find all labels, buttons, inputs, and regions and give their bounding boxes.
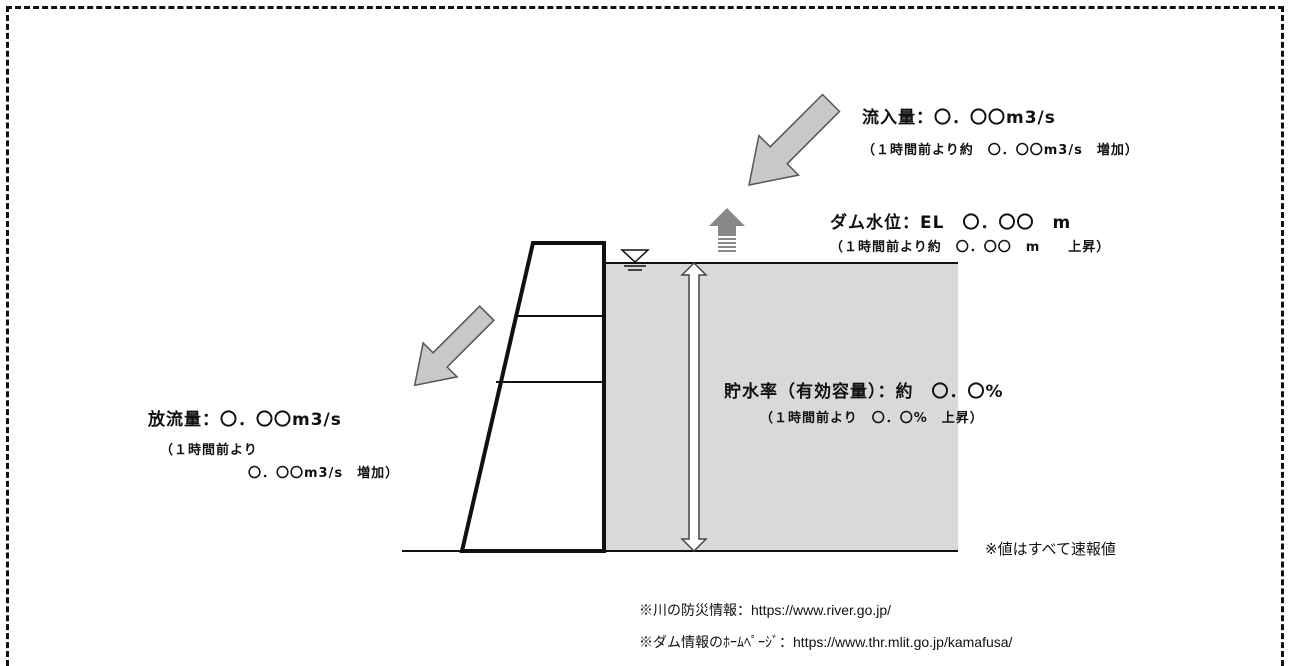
inflow-label: 流入量：〇．〇〇m3/s — [862, 108, 1056, 128]
dashed-border-frame — [6, 6, 1284, 666]
dam-info-link[interactable]: ※ダム情報のﾎｰﾑﾍﾟｰｼﾞ：https://www.thr.mlit.go.j… — [639, 634, 1013, 650]
storage-rate-change: （１時間前より 〇．〇% 上昇） — [760, 411, 984, 426]
inflow-change: （１時間前より約 〇．〇〇m3/s 増加） — [862, 143, 1139, 158]
dam-body — [459, 241, 606, 553]
river-info-link[interactable]: ※川の防災情報：https://www.river.go.jp/ — [639, 602, 892, 618]
storage-rate-label: 貯水率（有効容量）：約 〇．〇% — [724, 382, 1004, 402]
outflow-change-line2: 〇．〇〇m3/s 増加） — [248, 466, 400, 481]
storage-height-arrow-icon — [680, 261, 708, 553]
reservoir-water — [604, 263, 958, 551]
outflow-arrow-icon — [413, 305, 495, 387]
level-up-arrow-icon — [709, 208, 745, 252]
inflow-arrow-icon — [748, 93, 841, 186]
dam-level-change: （１時間前より約 〇．〇〇 m 上昇） — [830, 240, 1111, 255]
water-level-symbol-icon — [620, 249, 650, 271]
preliminary-values-note: ※値はすべて速報値 — [985, 540, 1116, 558]
dam-level-label: ダム水位：EL 〇．〇〇 m — [830, 213, 1072, 233]
outflow-change-line1: （１時間前より — [160, 443, 258, 458]
outflow-label: 放流量：〇．〇〇m3/s — [148, 410, 342, 430]
